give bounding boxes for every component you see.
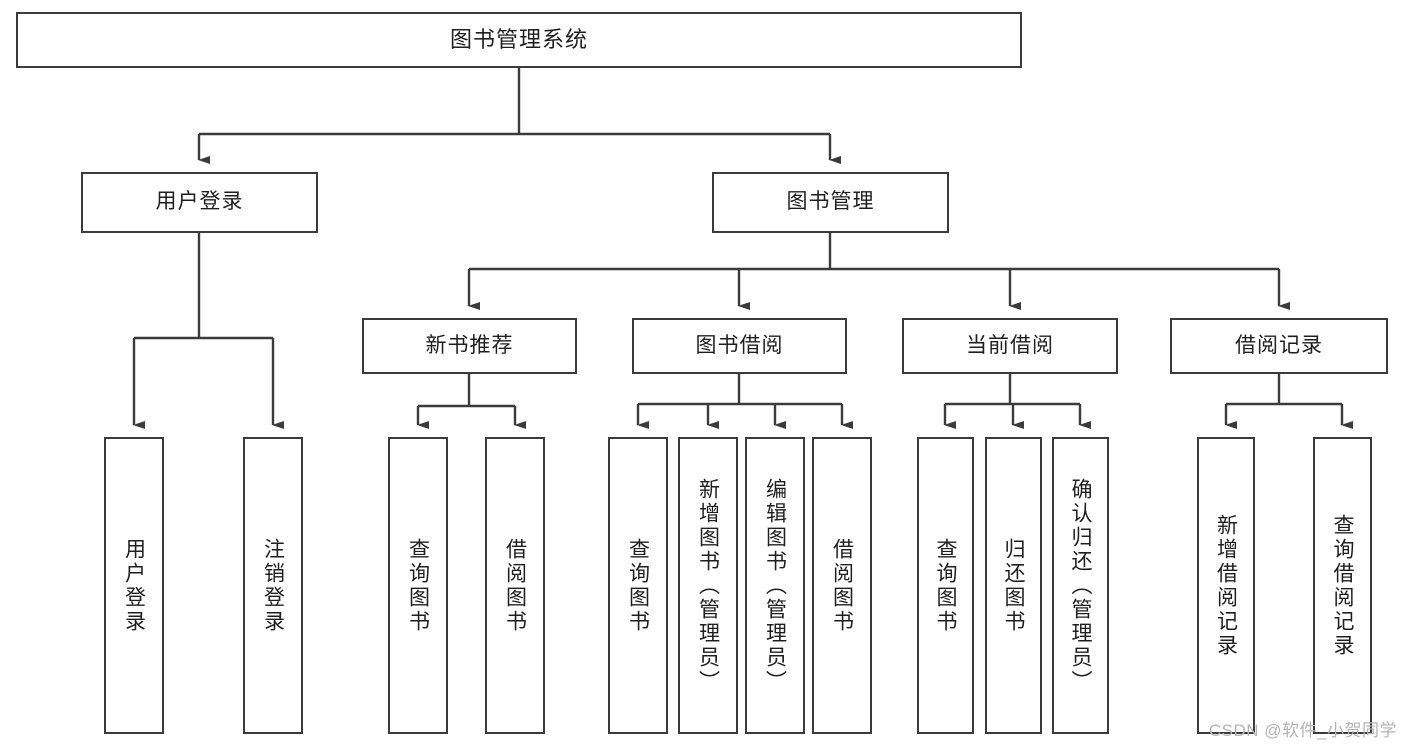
node-label: 新书推荐 [425, 333, 514, 357]
node-borrow-add-book[interactable]: 新增图书（管理员） [678, 437, 738, 734]
node-label: 查询借阅记录 [1331, 513, 1354, 658]
node-book-borrow[interactable]: 图书借阅 [632, 318, 847, 374]
node-recommend-query-book[interactable]: 查询图书 [388, 437, 448, 734]
node-label: 用户登录 [122, 537, 146, 634]
node-current-query-book[interactable]: 查询图书 [917, 437, 974, 734]
node-user-login[interactable]: 用户登录 [81, 172, 318, 233]
node-current-confirm-return[interactable]: 确认归还（管理员） [1052, 437, 1109, 734]
node-label: 借阅图书 [503, 537, 527, 634]
node-record-query[interactable]: 查询借阅记录 [1313, 437, 1372, 734]
node-current-borrow[interactable]: 当前借阅 [902, 318, 1118, 374]
node-user-logout[interactable]: 注销登录 [243, 437, 303, 734]
node-label: 确认归还（管理员） [1069, 477, 1092, 694]
node-label: 查询图书 [934, 537, 957, 634]
node-label: 图书管理系统 [449, 27, 588, 53]
node-root-system[interactable]: 图书管理系统 [16, 12, 1022, 68]
node-label: 查询图书 [626, 537, 650, 634]
node-borrow-borrow-book[interactable]: 借阅图书 [812, 437, 872, 734]
node-label: 当前借阅 [966, 333, 1054, 357]
node-label: 图书管理 [786, 190, 875, 214]
node-new-book-recommend[interactable]: 新书推荐 [362, 318, 577, 374]
node-label: 查询图书 [406, 537, 430, 634]
node-current-return-book[interactable]: 归还图书 [985, 437, 1042, 734]
node-label: 新增图书（管理员） [696, 477, 720, 694]
watermark-label: CSDN @软件_小贺同学 [1208, 721, 1397, 740]
node-record-add[interactable]: 新增借阅记录 [1197, 437, 1255, 734]
node-label: 编辑图书（管理员） [763, 477, 787, 694]
node-borrow-record[interactable]: 借阅记录 [1170, 318, 1388, 374]
node-label: 借阅图书 [830, 537, 854, 634]
node-label: 用户登录 [155, 190, 244, 214]
node-recommend-borrow-book[interactable]: 借阅图书 [485, 437, 545, 734]
node-user-login-do[interactable]: 用户登录 [104, 437, 164, 734]
node-book-management[interactable]: 图书管理 [712, 172, 949, 233]
node-label: 图书借阅 [695, 333, 784, 357]
node-borrow-edit-book[interactable]: 编辑图书（管理员） [745, 437, 805, 734]
node-label: 借阅记录 [1235, 333, 1323, 357]
node-label: 新增借阅记录 [1214, 513, 1238, 658]
node-label: 归还图书 [1002, 537, 1025, 634]
node-borrow-query-book[interactable]: 查询图书 [608, 437, 668, 734]
node-label: 注销登录 [261, 537, 285, 634]
